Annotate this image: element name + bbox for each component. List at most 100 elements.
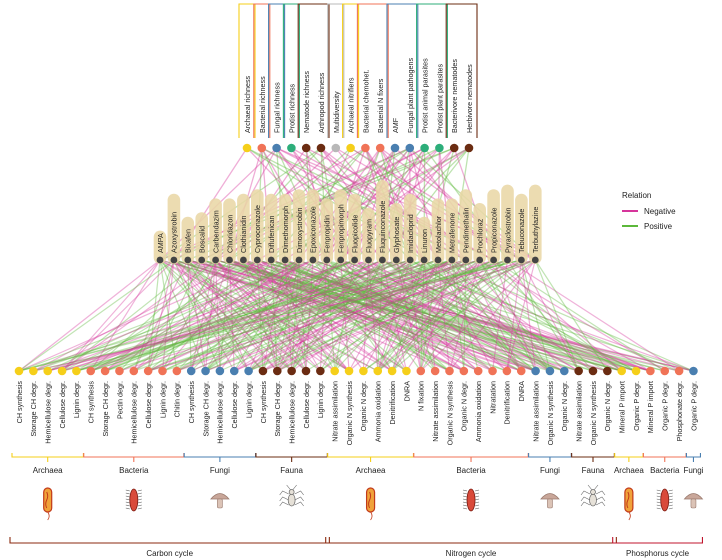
positive-edge	[205, 259, 480, 372]
pesticide-node	[392, 256, 400, 264]
positive-edge	[90, 259, 300, 372]
negative-edge	[340, 259, 407, 372]
pesticide-label: Fenpropidin	[323, 215, 332, 253]
positive-edge	[291, 259, 369, 372]
positive-edge	[242, 259, 307, 372]
positive-edge	[201, 259, 465, 372]
function-node	[416, 366, 426, 376]
pesticide-pill	[459, 189, 473, 264]
negative-edge	[257, 259, 465, 372]
negative-edge	[229, 259, 450, 372]
function-label: Lignin degr.	[158, 381, 167, 418]
pesticide-pill	[153, 230, 167, 264]
negative-edge	[215, 259, 293, 372]
negative-edge	[391, 259, 467, 372]
positive-edge	[133, 259, 453, 372]
function-label: Hemicellulose degr.	[287, 381, 296, 444]
pesticide-node	[434, 256, 442, 264]
pesticide-pill	[278, 193, 292, 264]
negative-edge	[448, 259, 481, 372]
negative-edge	[506, 259, 522, 372]
pesticide-pill	[292, 189, 306, 264]
pesticide-label: Glyphosate	[392, 217, 401, 253]
positive-edge	[312, 259, 393, 372]
organism-group-label: Fauna	[582, 466, 605, 475]
positive-edge	[61, 259, 203, 372]
positive-edge	[219, 259, 467, 372]
positive-edge	[257, 259, 637, 372]
function-node	[545, 366, 555, 376]
negative-edge	[353, 147, 396, 261]
negative-edge	[420, 259, 453, 372]
positive-edge	[133, 259, 175, 372]
diversity-bracket	[297, 3, 330, 138]
organism-group-label: Fungi	[210, 466, 230, 475]
positive-edge	[187, 259, 680, 372]
positive-edge	[420, 259, 495, 372]
positive-edge	[312, 259, 622, 372]
positive-edge	[377, 259, 536, 372]
pesticide-label: Pendimethalin	[462, 207, 471, 253]
diversity-label: Protist richness	[287, 83, 296, 133]
negative-edge	[242, 259, 350, 372]
negative-edge	[190, 259, 453, 372]
positive-edge	[190, 259, 439, 372]
positive-edge	[215, 259, 622, 372]
pesticide-pill	[501, 184, 514, 264]
negative-edge	[348, 259, 411, 372]
positive-edge	[33, 259, 355, 372]
pesticide-node	[226, 256, 233, 264]
negative-edge	[243, 259, 479, 372]
legend-title: Relation	[622, 191, 651, 200]
positive-edge	[176, 259, 286, 372]
function-node	[316, 366, 325, 376]
pesticide-label: Fenpropimorph	[337, 204, 346, 253]
positive-edge	[18, 259, 411, 372]
positive-edge	[423, 259, 522, 372]
positive-edge	[147, 259, 286, 372]
positive-edge	[391, 259, 425, 372]
pesticide-node	[504, 256, 511, 264]
negative-edge	[381, 259, 408, 372]
function-node	[301, 366, 311, 376]
organism-bracket	[255, 453, 328, 458]
pesticide-label: Clothianidin	[239, 215, 248, 253]
negative-edge	[215, 259, 321, 372]
function-node	[273, 366, 282, 376]
positive-edge	[243, 259, 622, 372]
pesticide-node	[323, 256, 331, 264]
positive-edge	[147, 259, 355, 372]
negative-edge	[215, 147, 425, 261]
positive-edge	[479, 259, 623, 372]
negative-edge	[243, 259, 465, 372]
negative-edge	[61, 259, 411, 372]
pesticide-pill	[529, 184, 542, 264]
positive-edge	[319, 259, 383, 372]
function-node	[244, 366, 253, 376]
positive-edge	[205, 259, 300, 372]
function-node	[344, 366, 354, 376]
positive-edge	[334, 259, 383, 372]
positive-edge	[312, 259, 522, 372]
organism-group-label: Bacteria	[456, 466, 486, 475]
function-node	[560, 366, 569, 376]
negative-edge	[284, 259, 293, 372]
positive-edge	[47, 259, 439, 372]
positive-edge	[187, 259, 192, 372]
function-node	[14, 366, 24, 376]
negative-edge	[340, 259, 536, 372]
pesticide-label: Diflufenican	[267, 215, 276, 253]
pesticide-node	[462, 256, 470, 264]
diversity-node	[435, 143, 444, 153]
positive-edge	[409, 259, 594, 372]
positive-edge	[420, 259, 425, 372]
negative-edge	[201, 259, 250, 372]
function-label: Organic P degr.	[632, 381, 641, 431]
pesticide-node	[351, 256, 358, 264]
positive-edge	[205, 259, 314, 372]
positive-edge	[340, 259, 422, 372]
organism-group-label: Bacteria	[119, 466, 149, 475]
negative-edge	[162, 259, 258, 372]
diversity-label: Fungal plant pathogens	[406, 57, 415, 133]
